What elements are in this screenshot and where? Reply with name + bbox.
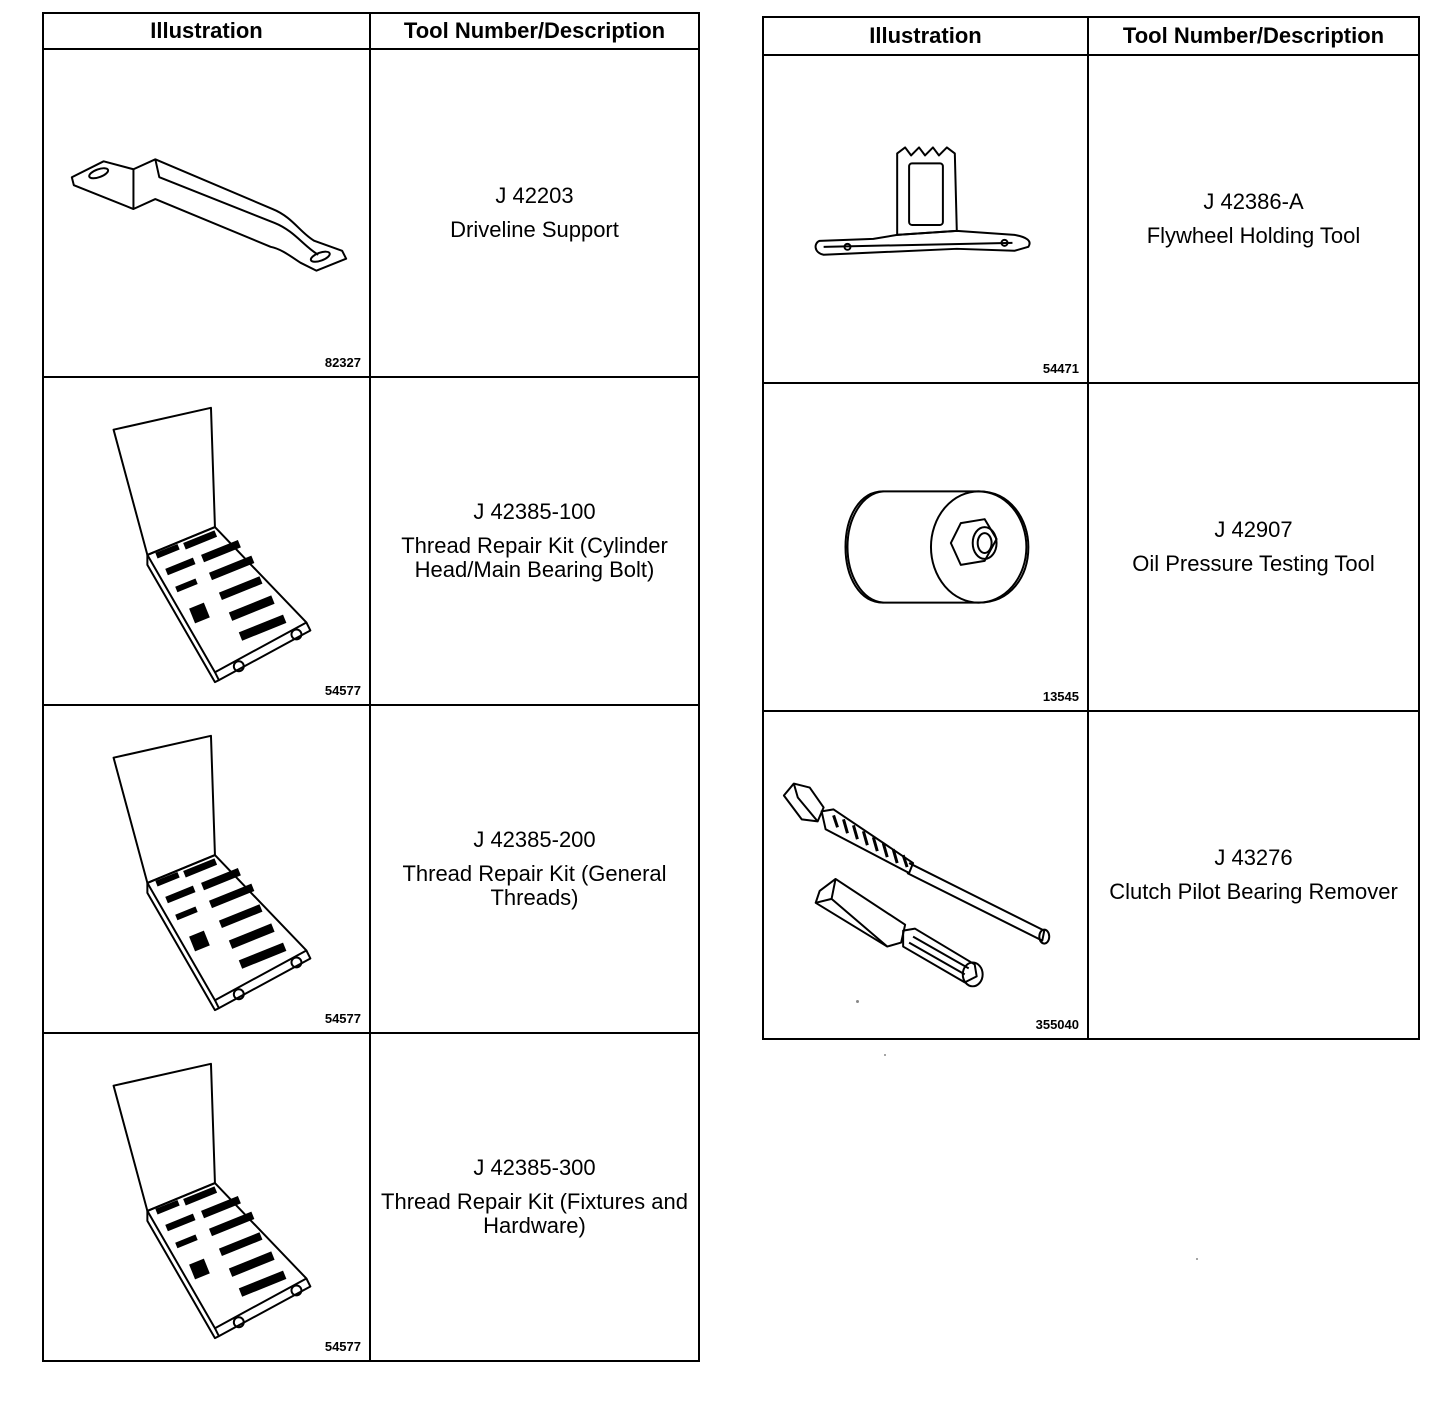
- illustration-cell: 54577: [42, 1032, 371, 1362]
- description-cell: J 42385-300 Thread Repair Kit (Fixtures …: [369, 1032, 700, 1362]
- tool-description: Thread Repair Kit (Fixtures and Hardware…: [381, 1189, 688, 1238]
- figure-number: 13545: [1042, 689, 1079, 704]
- table-header-row: Illustration Tool Number/Description: [42, 12, 700, 50]
- table-row: 82327 J 42203 Driveline Support: [42, 48, 700, 378]
- driveline-support-icon: [70, 158, 348, 272]
- illustration-cell: 355040: [762, 710, 1089, 1040]
- figure-number: 355040: [1035, 1017, 1079, 1032]
- right-tools-table: Illustration Tool Number/Description 544…: [762, 16, 1420, 1040]
- figure-number: 82327: [324, 355, 361, 370]
- description-cell: J 42907 Oil Pressure Testing Tool: [1087, 382, 1420, 712]
- description-cell: J 43276 Clutch Pilot Bearing Remover: [1087, 710, 1420, 1040]
- tool-description: Oil Pressure Testing Tool: [1132, 551, 1375, 576]
- table-row: 54577 J 42385-200 Thread Repair Kit (Gen…: [42, 704, 700, 1034]
- illustration-header: Illustration: [42, 12, 371, 50]
- tool-number: J 42907: [1214, 517, 1293, 542]
- table-row: 54577 J 42385-100 Thread Repair Kit (Cyl…: [42, 376, 700, 706]
- illustration-cell: 13545: [762, 382, 1089, 712]
- thread-repair-kit-icon: [112, 734, 312, 1012]
- thread-repair-kit-icon: [112, 406, 312, 684]
- tool-description: Flywheel Holding Tool: [1146, 223, 1361, 248]
- table-row: 13545 J 42907 Oil Pressure Testing Tool: [762, 382, 1420, 712]
- table-row: 54471 J 42386-A Flywheel Holding Tool: [762, 54, 1420, 384]
- tool-description: Clutch Pilot Bearing Remover: [1109, 879, 1398, 904]
- tool-number: J 42385-300: [473, 1155, 596, 1180]
- description-cell: J 42203 Driveline Support: [369, 48, 700, 378]
- tool-number: J 42386-A: [1203, 189, 1304, 214]
- tool-number: J 43276: [1214, 845, 1293, 870]
- illustration-cell: 54577: [42, 704, 371, 1034]
- figure-number: 54471: [1042, 361, 1079, 376]
- scan-speck: [884, 1054, 886, 1056]
- table-row: 355040 J 43276 Clutch Pilot Bearing Remo…: [762, 710, 1420, 1040]
- illustration-cell: 54577: [42, 376, 371, 706]
- flywheel-holding-tool-icon: [814, 146, 1031, 256]
- tool-number: J 42385-200: [473, 827, 596, 852]
- table-header-row: Illustration Tool Number/Description: [762, 16, 1420, 56]
- illustration-header: Illustration: [762, 16, 1089, 56]
- scan-speck: [856, 1000, 859, 1003]
- illustration-cell: 54471: [762, 54, 1089, 384]
- description-cell: J 42385-200 Thread Repair Kit (General T…: [369, 704, 700, 1034]
- description-cell: J 42385-100 Thread Repair Kit (Cylinder …: [369, 376, 700, 706]
- description-header: Tool Number/Description: [1087, 16, 1420, 56]
- oil-pressure-testing-tool-icon: [844, 490, 1030, 604]
- description-cell: J 42386-A Flywheel Holding Tool: [1087, 54, 1420, 384]
- tool-number: J 42203: [495, 183, 574, 208]
- tool-description: Thread Repair Kit (General Threads): [402, 861, 667, 910]
- tool-number: J 42385-100: [473, 499, 596, 524]
- left-tools-table: Illustration Tool Number/Description 823…: [42, 12, 700, 1362]
- figure-number: 54577: [324, 1339, 361, 1354]
- description-header: Tool Number/Description: [369, 12, 700, 50]
- tool-description: Driveline Support: [450, 217, 619, 242]
- thread-repair-kit-icon: [112, 1062, 312, 1340]
- scan-speck: [1196, 1258, 1198, 1260]
- figure-number: 54577: [324, 1011, 361, 1026]
- illustration-cell: 82327: [42, 48, 371, 378]
- clutch-pilot-bearing-remover-icon: [782, 782, 1051, 988]
- tool-description: Thread Repair Kit (Cylinder Head/Main Be…: [401, 533, 668, 582]
- figure-number: 54577: [324, 683, 361, 698]
- table-row: 54577 J 42385-300 Thread Repair Kit (Fix…: [42, 1032, 700, 1362]
